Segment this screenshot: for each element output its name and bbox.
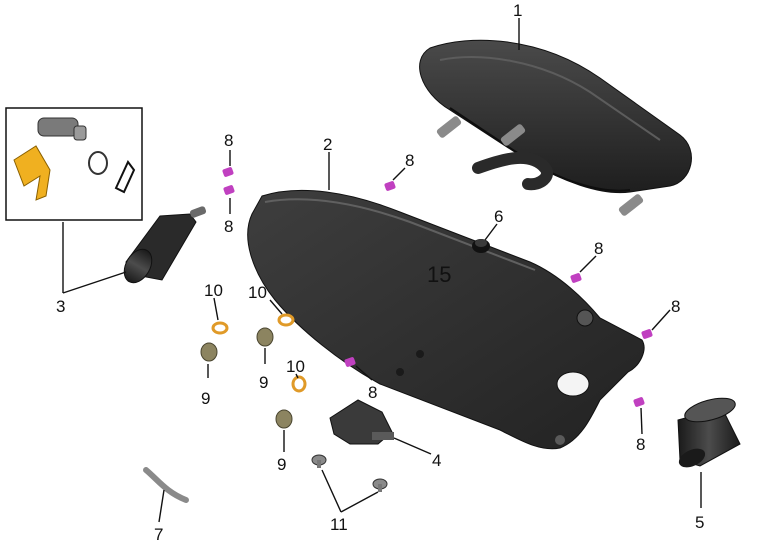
callout-labels: 1 2 3 4 5 6 7 8 8 8 8 8 8 8 9 9 9 10 10 …	[56, 1, 704, 543]
callout-6: 6	[494, 207, 503, 226]
callout-3: 3	[56, 297, 65, 316]
part-3-actuator	[123, 206, 207, 284]
cover-opening	[556, 371, 590, 397]
part-11-screws	[311, 454, 388, 492]
callout-10-c: 10	[286, 357, 305, 376]
part-3-inset-box	[5, 107, 143, 221]
callout-15: 15	[427, 262, 451, 287]
callout-8-f: 8	[368, 383, 377, 402]
part-10-washers	[211, 313, 307, 393]
callout-9-c: 9	[277, 455, 286, 474]
callout-1: 1	[513, 1, 522, 20]
callout-9-b: 9	[259, 373, 268, 392]
part-5-cylinder	[677, 397, 741, 468]
part-7-rod	[143, 467, 189, 503]
part-6-grommet	[472, 239, 490, 253]
callout-10-a: 10	[204, 281, 223, 300]
part-1-upper-cover	[419, 39, 692, 216]
callout-10-b: 10	[248, 283, 267, 302]
callout-2: 2	[323, 135, 332, 154]
callout-11: 11	[330, 515, 348, 534]
part-4-bracket	[329, 399, 394, 445]
part-2-main-cover	[247, 189, 645, 450]
callout-8-b: 8	[224, 217, 233, 236]
callout-8-d: 8	[594, 239, 603, 258]
callout-8-c: 8	[405, 151, 414, 170]
leader-lines	[62, 18, 702, 523]
callout-4: 4	[432, 451, 441, 470]
part-8-screws	[222, 167, 653, 407]
callout-9-a: 9	[201, 389, 210, 408]
part-9-nuts	[200, 327, 293, 429]
callout-8-g: 8	[636, 435, 645, 454]
callout-8-e: 8	[671, 297, 680, 316]
callout-8-a: 8	[224, 131, 233, 150]
callout-7: 7	[154, 525, 163, 543]
callout-5: 5	[695, 513, 704, 532]
